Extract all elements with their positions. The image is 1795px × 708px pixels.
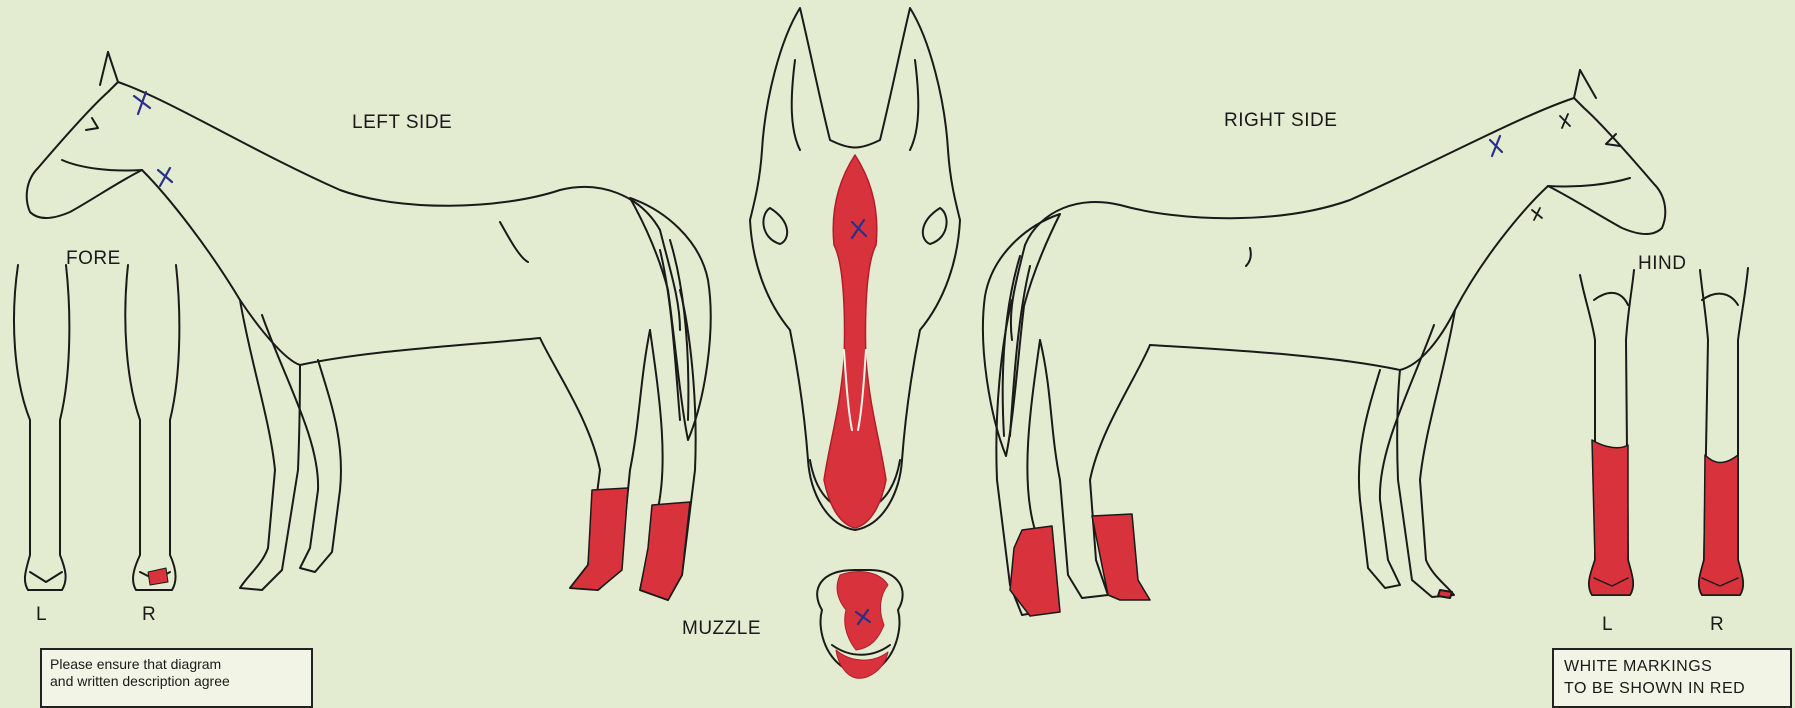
right-side-leg-markings <box>1010 514 1150 616</box>
fore-right-heel-marking <box>148 568 168 585</box>
fore-legs-front-view <box>14 265 179 590</box>
hind-left-label: L <box>1602 614 1613 636</box>
hind-right-label: R <box>1710 614 1724 636</box>
diagram-note-box: Please ensure that diagram and written d… <box>40 648 313 708</box>
left-side-label: LEFT SIDE <box>352 112 452 134</box>
muzzle-marking <box>836 572 888 679</box>
fore-right-label: R <box>142 604 156 626</box>
fore-left-label: L <box>36 604 47 626</box>
hind-label: HIND <box>1638 253 1686 275</box>
right-horse-whorl-marks <box>1490 136 1502 156</box>
muzzle-label: MUZZLE <box>682 618 761 640</box>
white-markings-note-box: WHITE MARKINGS TO BE SHOWN IN RED <box>1552 648 1792 708</box>
note-line-2: and written description agree <box>50 673 303 690</box>
hind-leg-markings <box>1589 440 1743 595</box>
right-side-label: RIGHT SIDE <box>1224 110 1337 132</box>
right-side-horse <box>983 70 1665 615</box>
white-markings-line-2: TO BE SHOWN IN RED <box>1564 678 1780 700</box>
fore-label: FORE <box>66 248 121 270</box>
left-side-leg-markings <box>570 488 690 600</box>
note-line-1: Please ensure that diagram <box>50 656 303 673</box>
blaze-marking <box>824 155 886 528</box>
white-markings-line-1: WHITE MARKINGS <box>1564 656 1780 678</box>
